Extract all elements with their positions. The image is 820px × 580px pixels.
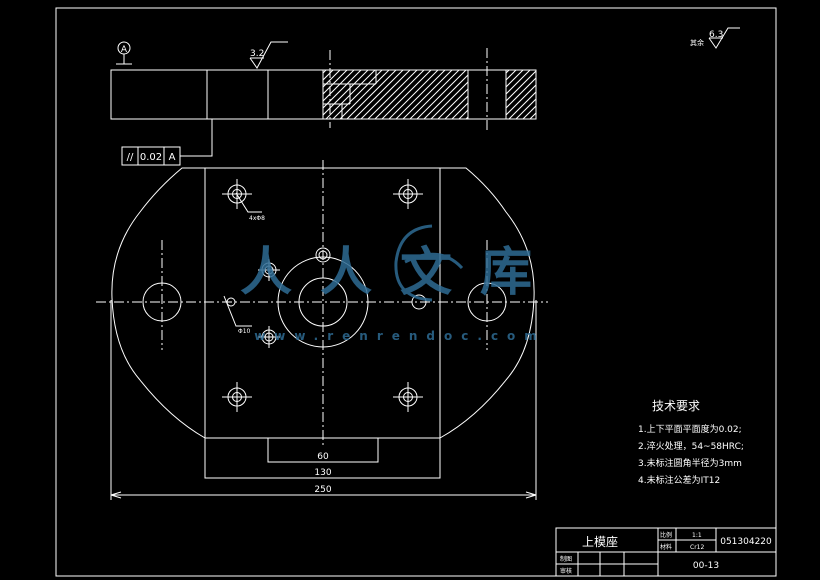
tolerance-value: 0.02 bbox=[140, 152, 162, 163]
material-label: 材料 bbox=[660, 543, 672, 551]
roughness-top-symbol: 3.2 bbox=[249, 41, 288, 69]
base-outline bbox=[111, 167, 206, 439]
dimension-130: 130 bbox=[205, 468, 440, 479]
section-view bbox=[110, 48, 537, 132]
tech-requirement-2: 2.淬火处理，54~58HRC; bbox=[638, 440, 744, 452]
dimension-60-value: 60 bbox=[317, 452, 329, 462]
part-name: 上模座 bbox=[582, 534, 618, 549]
bottom-code: 00-13 bbox=[693, 561, 719, 571]
dimension-60: 60 bbox=[267, 448, 379, 463]
dimension-250-value: 250 bbox=[314, 485, 331, 495]
roughness-general-value: 6.3 bbox=[709, 30, 723, 40]
watermark-url: www.renrendoc.com bbox=[254, 329, 546, 343]
datum-a-symbol: A bbox=[116, 41, 132, 65]
hole-label-left: Φ10 bbox=[238, 328, 251, 335]
watermark-text: 人人文库 bbox=[240, 243, 560, 303]
pin-hole-left bbox=[258, 259, 280, 281]
dimension-130-value: 130 bbox=[314, 468, 331, 478]
title-block: 上模座 比例 1:1 材料 Cr12 051304220 制图 审核 00-13 bbox=[555, 527, 777, 577]
tech-requirement-1: 1.上下平面平面度为0.02; bbox=[638, 423, 742, 435]
roughness-top-value: 3.2 bbox=[250, 49, 264, 59]
drawing-number: 051304220 bbox=[720, 537, 772, 547]
tech-requirement-3: 3.未标注圆角半径为3mm bbox=[638, 457, 742, 469]
parallelism-tolerance-frame: // 0.02 A bbox=[121, 119, 213, 166]
tolerance-symbol: // bbox=[127, 152, 134, 163]
pin-hole-right bbox=[258, 326, 280, 348]
roughness-general-symbol: 其余 6.3 bbox=[690, 27, 740, 49]
sheet-border bbox=[55, 7, 777, 577]
plan-view: 4xΦ8 Φ10 bbox=[96, 160, 548, 479]
hole-label-upper-left: 4xΦ8 bbox=[249, 215, 265, 222]
ratio-label: 比例 bbox=[660, 531, 672, 539]
dimension-250: 250 bbox=[110, 300, 537, 500]
tech-requirement-4: 4.未标注公差为IT12 bbox=[638, 474, 720, 486]
watermark-logo: 人人文库 www.renrendoc.com bbox=[240, 224, 560, 343]
bolt-hole bbox=[393, 179, 423, 209]
drawn-label: 制图 bbox=[560, 555, 572, 563]
tech-requirements: 技术要求 1.上下平面平面度为0.02; 2.淬火处理，54~58HRC; 3.… bbox=[638, 399, 744, 486]
tolerance-datum: A bbox=[169, 152, 176, 163]
tech-requirements-title: 技术要求 bbox=[652, 399, 700, 413]
bolt-hole bbox=[393, 382, 423, 412]
checked-label: 审核 bbox=[560, 567, 572, 575]
datum-letter: A bbox=[121, 45, 128, 55]
material-value: Cr12 bbox=[690, 544, 704, 551]
ratio-value: 1:1 bbox=[692, 532, 702, 539]
roughness-general-label: 其余 bbox=[690, 38, 704, 47]
bolt-hole bbox=[222, 382, 252, 412]
